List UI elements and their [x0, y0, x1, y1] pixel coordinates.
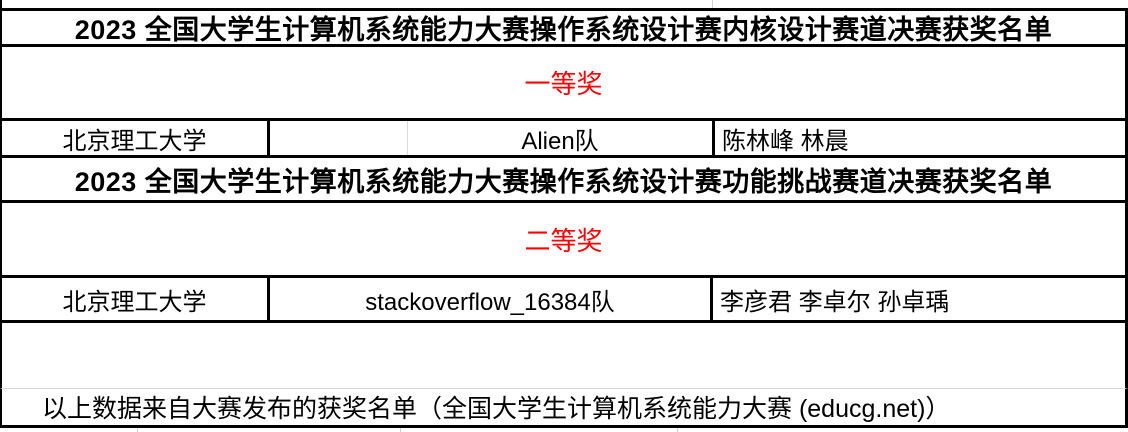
section2-members-text: 李彦君 李卓尔 孙卓瑀 [720, 288, 950, 316]
section1-university-cell: 北京理工大学 [2, 121, 270, 155]
gridline-bottom-3 [677, 428, 678, 432]
section1-team-cell: Alien队 [408, 121, 715, 155]
section2-award-row: 二等奖 [0, 203, 1128, 278]
section1-members-cell: 陈林峰 林晨 [715, 121, 1125, 155]
section2-title-text: 2023 全国大学生计算机系统能力大赛操作系统设计赛功能挑战赛道决赛获奖名单 [74, 166, 1053, 197]
source-note-text: 以上数据来自大赛发布的获奖名单（全国大学生计算机系统能力大赛 (educg.ne… [42, 395, 951, 423]
section2-award-label: 二等奖 [524, 225, 603, 256]
gridline-bottom-1 [137, 428, 138, 432]
section2-team-row: 北京理工大学 stackoverflow_16384队 李彦君 李卓尔 孙卓瑀 [0, 278, 1128, 323]
section1-award-row: 一等奖 [0, 47, 1128, 121]
section2-university-cell: 北京理工大学 [2, 278, 270, 320]
empty-rows-region [0, 323, 1128, 389]
section2-team-cell: stackoverflow_16384队 [270, 278, 713, 320]
gridline-bottom-2 [400, 428, 401, 432]
section2-members-cell: 李彦君 李卓尔 孙卓瑀 [713, 278, 1125, 320]
source-note-row: 以上数据来自大赛发布的获奖名单（全国大学生计算机系统能力大赛 (educg.ne… [0, 389, 1128, 428]
section2-title: 2023 全国大学生计算机系统能力大赛操作系统设计赛功能挑战赛道决赛获奖名单 [0, 158, 1128, 203]
section1-title: 2023 全国大学生计算机系统能力大赛操作系统设计赛内核设计赛道决赛获奖名单 [0, 8, 1128, 47]
section1-university-text: 北京理工大学 [62, 127, 207, 155]
section2-team-text: stackoverflow_16384队 [365, 288, 615, 316]
section1-team-text: Alien队 [521, 127, 599, 155]
section1-members-text: 陈林峰 林晨 [722, 127, 849, 155]
section2-university-text: 北京理工大学 [62, 288, 207, 316]
section1-empty-cell [270, 121, 408, 155]
border-left-top-tick [0, 0, 2, 8]
section1-award-label: 一等奖 [524, 69, 603, 99]
section1-team-row: 北京理工大学 Alien队 陈林峰 林晨 [0, 121, 1128, 158]
section1-title-text: 2023 全国大学生计算机系统能力大赛操作系统设计赛内核设计赛道决赛获奖名单 [74, 15, 1053, 45]
gridline-top [712, 0, 713, 8]
